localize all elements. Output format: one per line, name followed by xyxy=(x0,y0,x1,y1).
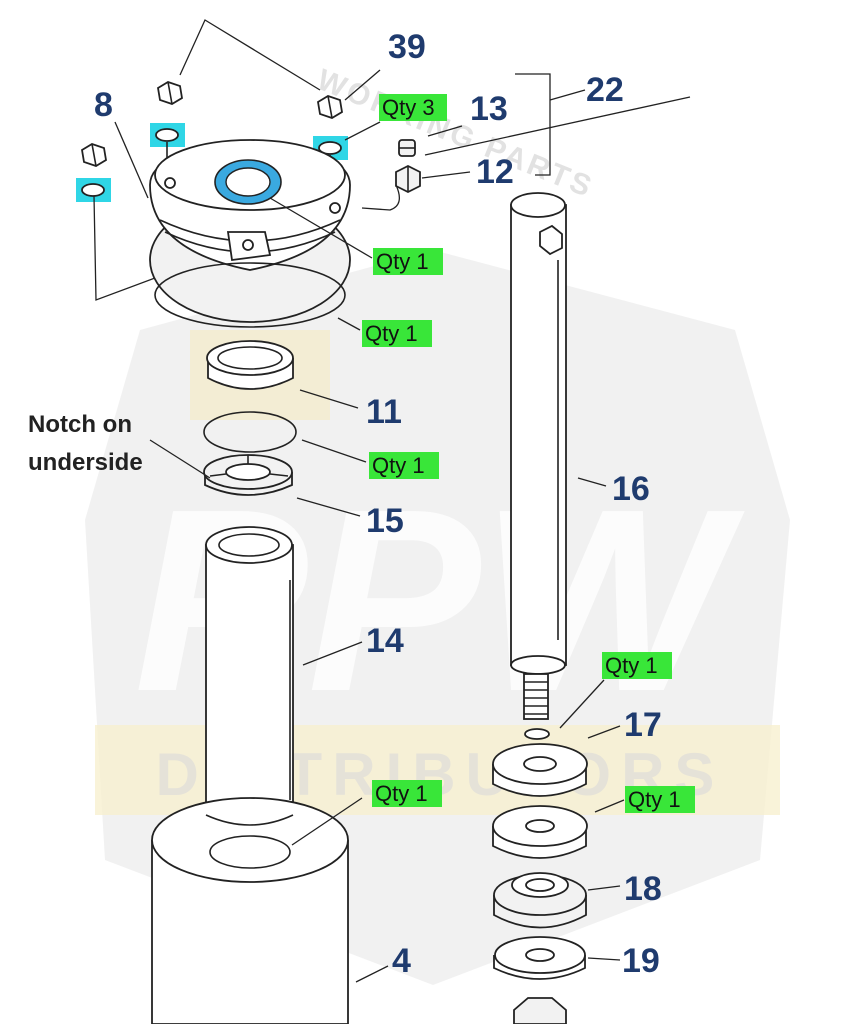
part-number-17: 17 xyxy=(624,706,662,744)
rod-16 xyxy=(510,204,567,666)
qty-highlight-box xyxy=(369,452,439,479)
fitting-13-icon xyxy=(398,139,416,157)
washer-icon xyxy=(81,183,105,197)
qty-highlight-box xyxy=(602,652,672,679)
qty-highlight-box xyxy=(373,248,443,275)
fitting-line xyxy=(361,184,401,211)
washer-icon xyxy=(155,128,179,142)
leader-13-long xyxy=(424,96,691,156)
bracket-22 xyxy=(515,73,551,176)
part-number-19: 19 xyxy=(622,942,660,980)
washer-icon xyxy=(318,141,342,155)
leader-39-left xyxy=(179,19,321,91)
oring-large xyxy=(154,262,346,328)
part-number-8: 8 xyxy=(94,86,113,124)
watermark-arc-text: WORKING PARTS xyxy=(312,63,598,204)
part-number-11: 11 xyxy=(366,393,402,431)
rod-oring-17 xyxy=(524,728,550,740)
qty-highlights xyxy=(362,94,695,813)
part-number-14: 14 xyxy=(366,622,404,660)
shaft-seal xyxy=(209,835,291,869)
qty-highlight-box xyxy=(362,320,432,347)
part-number-15: 15 xyxy=(366,502,404,540)
qty-label-rod-oring: Qty 1 xyxy=(605,653,658,678)
tube-14 xyxy=(205,544,294,821)
part-number-16: 16 xyxy=(612,470,650,508)
qty-highlight-box xyxy=(372,780,442,807)
leader-lines xyxy=(114,121,625,983)
part-number-4: 4 xyxy=(392,942,411,980)
hex-nut-bottom-icon xyxy=(513,997,567,1024)
part-number-13: 13 xyxy=(470,90,508,128)
fitting-12-icon xyxy=(395,164,421,194)
note-line-2: underside xyxy=(28,449,143,476)
oring-small xyxy=(203,411,297,453)
part-number-18: 18 xyxy=(624,870,662,908)
qty-highlight-box xyxy=(625,786,695,813)
top-assembly xyxy=(76,19,421,323)
part-number-39: 39 xyxy=(388,28,426,66)
qty-label-bearing: Qty 1 xyxy=(376,249,429,274)
left-stack xyxy=(151,262,349,1024)
part-number-22: 22 xyxy=(586,71,624,109)
qty-label-washer-lower: Qty 1 xyxy=(628,787,681,812)
qty-label-oring-large: Qty 1 xyxy=(365,321,418,346)
qty-label-oring-small: Qty 1 xyxy=(372,453,425,478)
bearing-bore xyxy=(225,167,271,197)
hex-nut-icon xyxy=(317,95,343,119)
base-cylinder-4 xyxy=(151,840,349,1024)
threaded-stud xyxy=(523,673,549,720)
qty-label-shaft-seal: Qty 1 xyxy=(375,781,428,806)
qty-highlight-box xyxy=(379,94,447,121)
cross-hole-icon xyxy=(539,224,563,256)
hex-nut-icon xyxy=(157,81,183,105)
part-number-12: 12 xyxy=(476,153,514,191)
right-stack xyxy=(424,73,691,1024)
note-line-1: Notch on xyxy=(28,411,132,438)
qty-label-washers: Qty 3 xyxy=(382,95,435,120)
hex-nut-icon xyxy=(81,143,107,167)
leader-39-right xyxy=(344,69,381,101)
